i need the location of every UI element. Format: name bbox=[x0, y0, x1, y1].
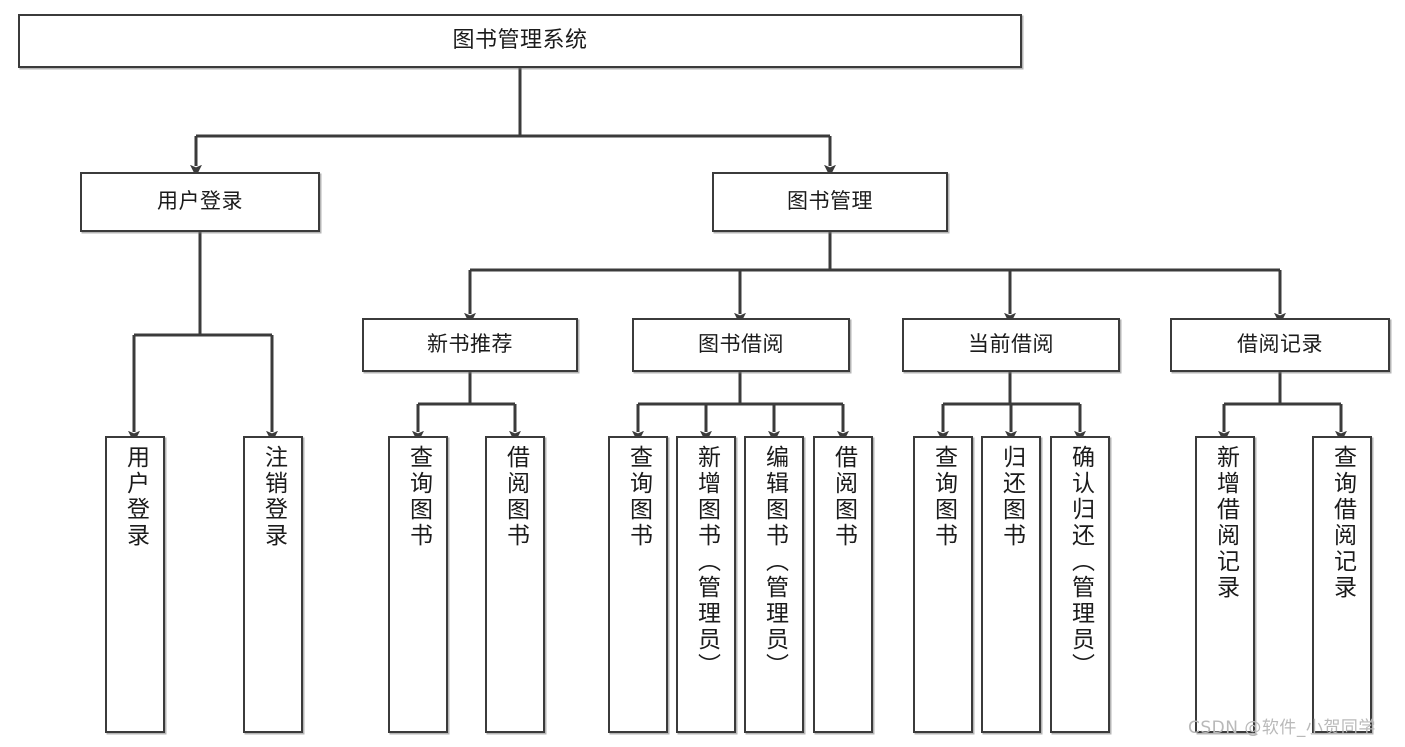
leaf-current-return-book[interactable]: 归还图书 bbox=[981, 436, 1041, 733]
leaf-user-login[interactable]: 用户登录 bbox=[105, 436, 165, 733]
watermark: CSDN @软件_小贺同学 bbox=[1188, 718, 1376, 738]
node-label: 借阅图书 bbox=[830, 445, 857, 549]
node-label: 图书管理 bbox=[787, 189, 873, 214]
node-label: 图书管理系统 bbox=[452, 27, 588, 53]
leaf-current-confirm-return[interactable]: 确认归还（管理员） bbox=[1050, 436, 1110, 733]
node-label: 新增图书（管理员） bbox=[693, 445, 720, 679]
node-label: 确认归还（管理员） bbox=[1067, 445, 1094, 679]
node-label: 用户登录 bbox=[122, 445, 149, 549]
node-label: 图书借阅 bbox=[698, 332, 784, 357]
node-label: 用户登录 bbox=[157, 189, 243, 214]
node-borrow-record[interactable]: 借阅记录 bbox=[1170, 318, 1390, 372]
node-label: 当前借阅 bbox=[968, 332, 1054, 357]
node-label: 查询图书 bbox=[930, 445, 957, 549]
leaf-borrow-add-book[interactable]: 新增图书（管理员） bbox=[676, 436, 736, 733]
node-new-book-recommend[interactable]: 新书推荐 bbox=[362, 318, 578, 372]
leaf-borrow-query-book[interactable]: 查询图书 bbox=[608, 436, 668, 733]
leaf-current-query-book[interactable]: 查询图书 bbox=[913, 436, 973, 733]
node-root-system[interactable]: 图书管理系统 bbox=[18, 14, 1022, 68]
leaf-record-query[interactable]: 查询借阅记录 bbox=[1312, 436, 1372, 733]
leaf-borrow-borrow-book[interactable]: 借阅图书 bbox=[813, 436, 873, 733]
leaf-record-add[interactable]: 新增借阅记录 bbox=[1195, 436, 1255, 733]
node-label: 新书推荐 bbox=[427, 332, 513, 357]
node-label: 查询图书 bbox=[625, 445, 652, 549]
node-label: 注销登录 bbox=[260, 445, 287, 549]
node-current-borrow[interactable]: 当前借阅 bbox=[902, 318, 1120, 372]
leaf-user-logout[interactable]: 注销登录 bbox=[243, 436, 303, 733]
leaf-borrow-edit-book[interactable]: 编辑图书（管理员） bbox=[744, 436, 804, 733]
node-label: 编辑图书（管理员） bbox=[761, 445, 788, 679]
node-label: 查询借阅记录 bbox=[1329, 445, 1356, 601]
node-label: 归还图书 bbox=[998, 445, 1025, 549]
node-book-management[interactable]: 图书管理 bbox=[712, 172, 948, 232]
node-label: 借阅图书 bbox=[502, 445, 529, 549]
node-label: 新增借阅记录 bbox=[1212, 445, 1239, 601]
leaf-recommend-query-book[interactable]: 查询图书 bbox=[388, 436, 448, 733]
node-label: 查询图书 bbox=[405, 445, 432, 549]
node-book-borrow[interactable]: 图书借阅 bbox=[632, 318, 850, 372]
node-label: 借阅记录 bbox=[1237, 332, 1323, 357]
leaf-recommend-borrow-book[interactable]: 借阅图书 bbox=[485, 436, 545, 733]
node-user-login[interactable]: 用户登录 bbox=[80, 172, 320, 232]
